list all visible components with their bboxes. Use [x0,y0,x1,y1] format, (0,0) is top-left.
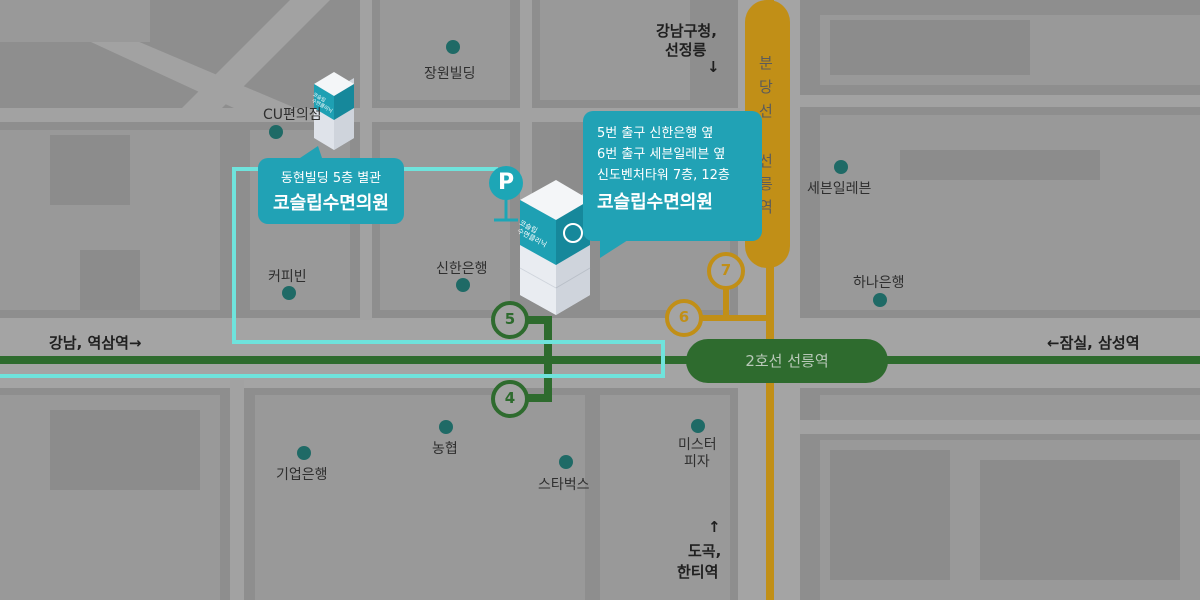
shinhan-label: 신한은행 [436,261,488,277]
direction-gangnam-station: 강남, 역삼역→ [49,334,142,352]
nonghyup-poi-icon [439,420,453,434]
starbucks-label: 스타벅스 [538,477,590,493]
bundang-label-char-6: 역 [759,198,773,216]
seven-eleven-poi-icon [834,160,848,174]
building-shapes [50,20,1180,580]
main-callout-pointer [600,240,628,258]
bundang-label-char-4: 선 [759,152,773,170]
exit-7-label: 7 [720,261,732,279]
cu-label: CU편의점 [263,107,322,123]
ibk-poi-icon [297,446,311,460]
direction-dogok-line2: 한티역 [677,563,719,581]
annex-callout: 동현빌딩 5층 별관 코슬립수면의원 [258,158,404,224]
block [820,395,1200,420]
exit-6-icon [665,299,703,337]
main-callout-clinic-name: 코슬립수면의원 [597,192,713,213]
block [600,395,730,600]
main-callout-line3: 신도벤처타워 7층, 12층 [597,168,730,183]
mister-pizza-label-line1: 미스터 [678,437,717,453]
main-building-icon [519,180,591,315]
exit-4-label: 4 [504,389,516,407]
mister-pizza-label-line2: 피자 [684,454,710,470]
walking-route [0,167,665,378]
jangwon-building-poi-icon [446,40,460,54]
parking-icon [489,166,523,222]
block [540,0,690,100]
ibk-label: 기업은행 [276,467,328,483]
annex-callout-address: 동현빌딩 5층 별관 [280,171,382,186]
line2-track [0,356,1200,364]
mister-pizza-poi-icon [691,419,705,433]
bundang-label-char-5: 릉 [759,175,773,193]
direction-jamsil-station: ←잠실, 삼성역 [1047,334,1140,352]
bundang-label-char-2: 당 [759,78,773,96]
diagonal-road [180,0,330,110]
annex-callout-pointer [300,146,322,158]
jangwon-building-label: 장원빌딩 [424,66,476,82]
direction-dogok-line1: 도곡, [688,542,722,560]
cu-poi-icon [269,125,283,139]
bundang-label-char-1: 분 [759,54,773,72]
seven-eleven-label: 세븐일레븐 [807,181,872,197]
side-road [800,95,1200,107]
block [380,0,510,100]
side-road [520,0,532,200]
direction-gangnam-gu-office-line1: 강남구청, [656,22,717,40]
shinhan-poi-icon [456,278,470,292]
coffee-bean-label: 커피빈 [268,269,307,285]
side-road [230,380,244,600]
nonghyup-label: 농협 [432,441,458,457]
hana-label: 하나은행 [853,275,905,291]
block [820,115,1200,310]
bundang-label-char-3: 선 [759,102,773,120]
coffee-bean-poi-icon [282,286,296,300]
main-callout-line1: 5번 출구 신한은행 옆 [597,126,714,141]
starbucks-poi-icon [559,455,573,469]
poi-dots [269,40,887,469]
bundang-line-track [766,0,774,600]
exit-5-label: 5 [504,310,516,328]
line2-exit-connectors [526,316,552,402]
exit-7-icon [707,252,745,290]
line2-station-label: 2호선 선릉역 [745,352,829,370]
annex-callout-clinic-name: 코슬립수면의원 [273,193,389,214]
block [255,395,585,600]
parking-label: P [497,170,515,195]
annex-building-icon [314,72,354,150]
main-callout-line2: 6번 출구 세븐일레븐 옆 [597,147,726,162]
direction-gangnam-gu-office-line2: 선정릉 [665,41,707,59]
exit-5-icon [491,301,529,339]
line2-station-pill [686,339,888,383]
side-road [800,420,1200,434]
main-callout: 5번 출구 신한은행 옆 6번 출구 세븐일레븐 옆 신도벤처타워 7층, 12… [583,111,762,241]
exit-6-label: 6 [678,308,690,326]
bundang-exit-connectors [702,288,768,321]
block [0,0,150,42]
direction-up-arrow-icon: ↑ [708,518,721,536]
exit-4-icon [491,380,529,418]
hana-poi-icon [873,293,887,307]
direction-down-arrow-icon: ↓ [707,58,720,76]
